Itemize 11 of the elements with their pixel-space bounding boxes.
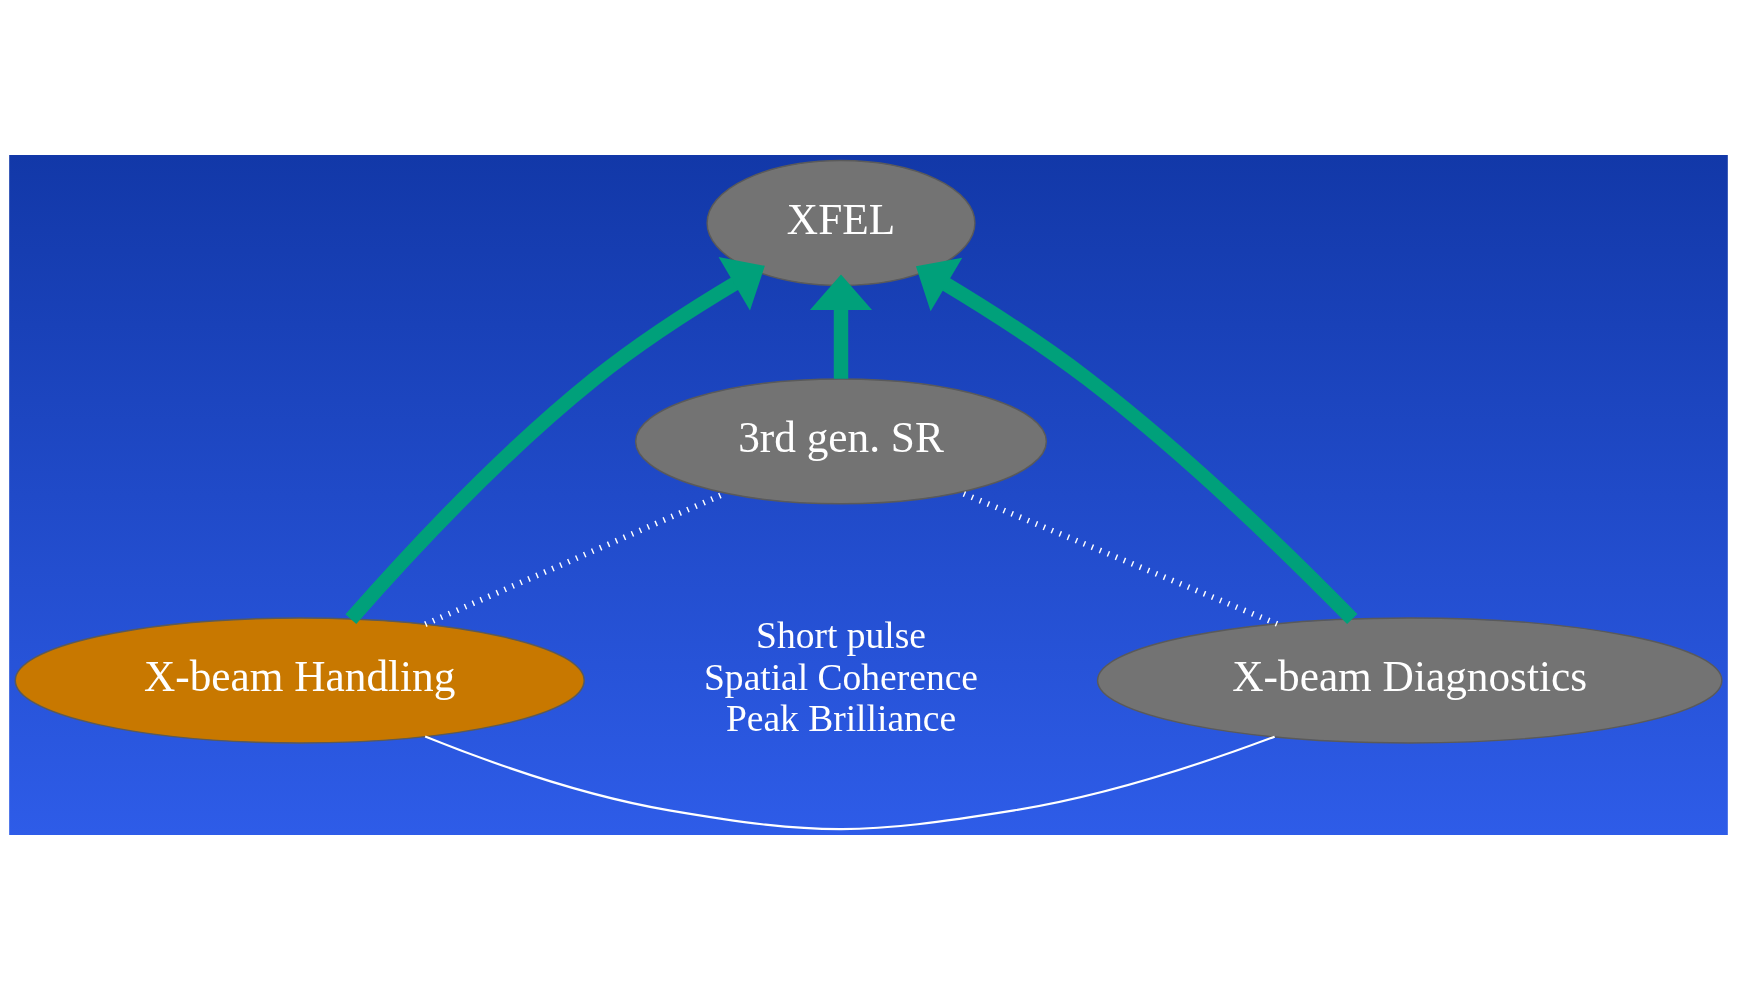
node-ellipse: X-beam Diagnostics bbox=[1096, 617, 1723, 744]
label: Spatial Coherence bbox=[704, 656, 978, 698]
node-ellipse: 3rd gen. SR bbox=[634, 378, 1048, 505]
node-ellipse: XFEL bbox=[706, 159, 976, 287]
arrow bbox=[915, 257, 1358, 625]
arrow bbox=[809, 274, 873, 379]
connector bbox=[424, 735, 1275, 831]
node-ellipse: X-beam Handling bbox=[14, 617, 585, 744]
arrow bbox=[345, 257, 765, 624]
label: Short pulse bbox=[756, 614, 926, 656]
label: Peak Brilliance bbox=[725, 698, 957, 740]
